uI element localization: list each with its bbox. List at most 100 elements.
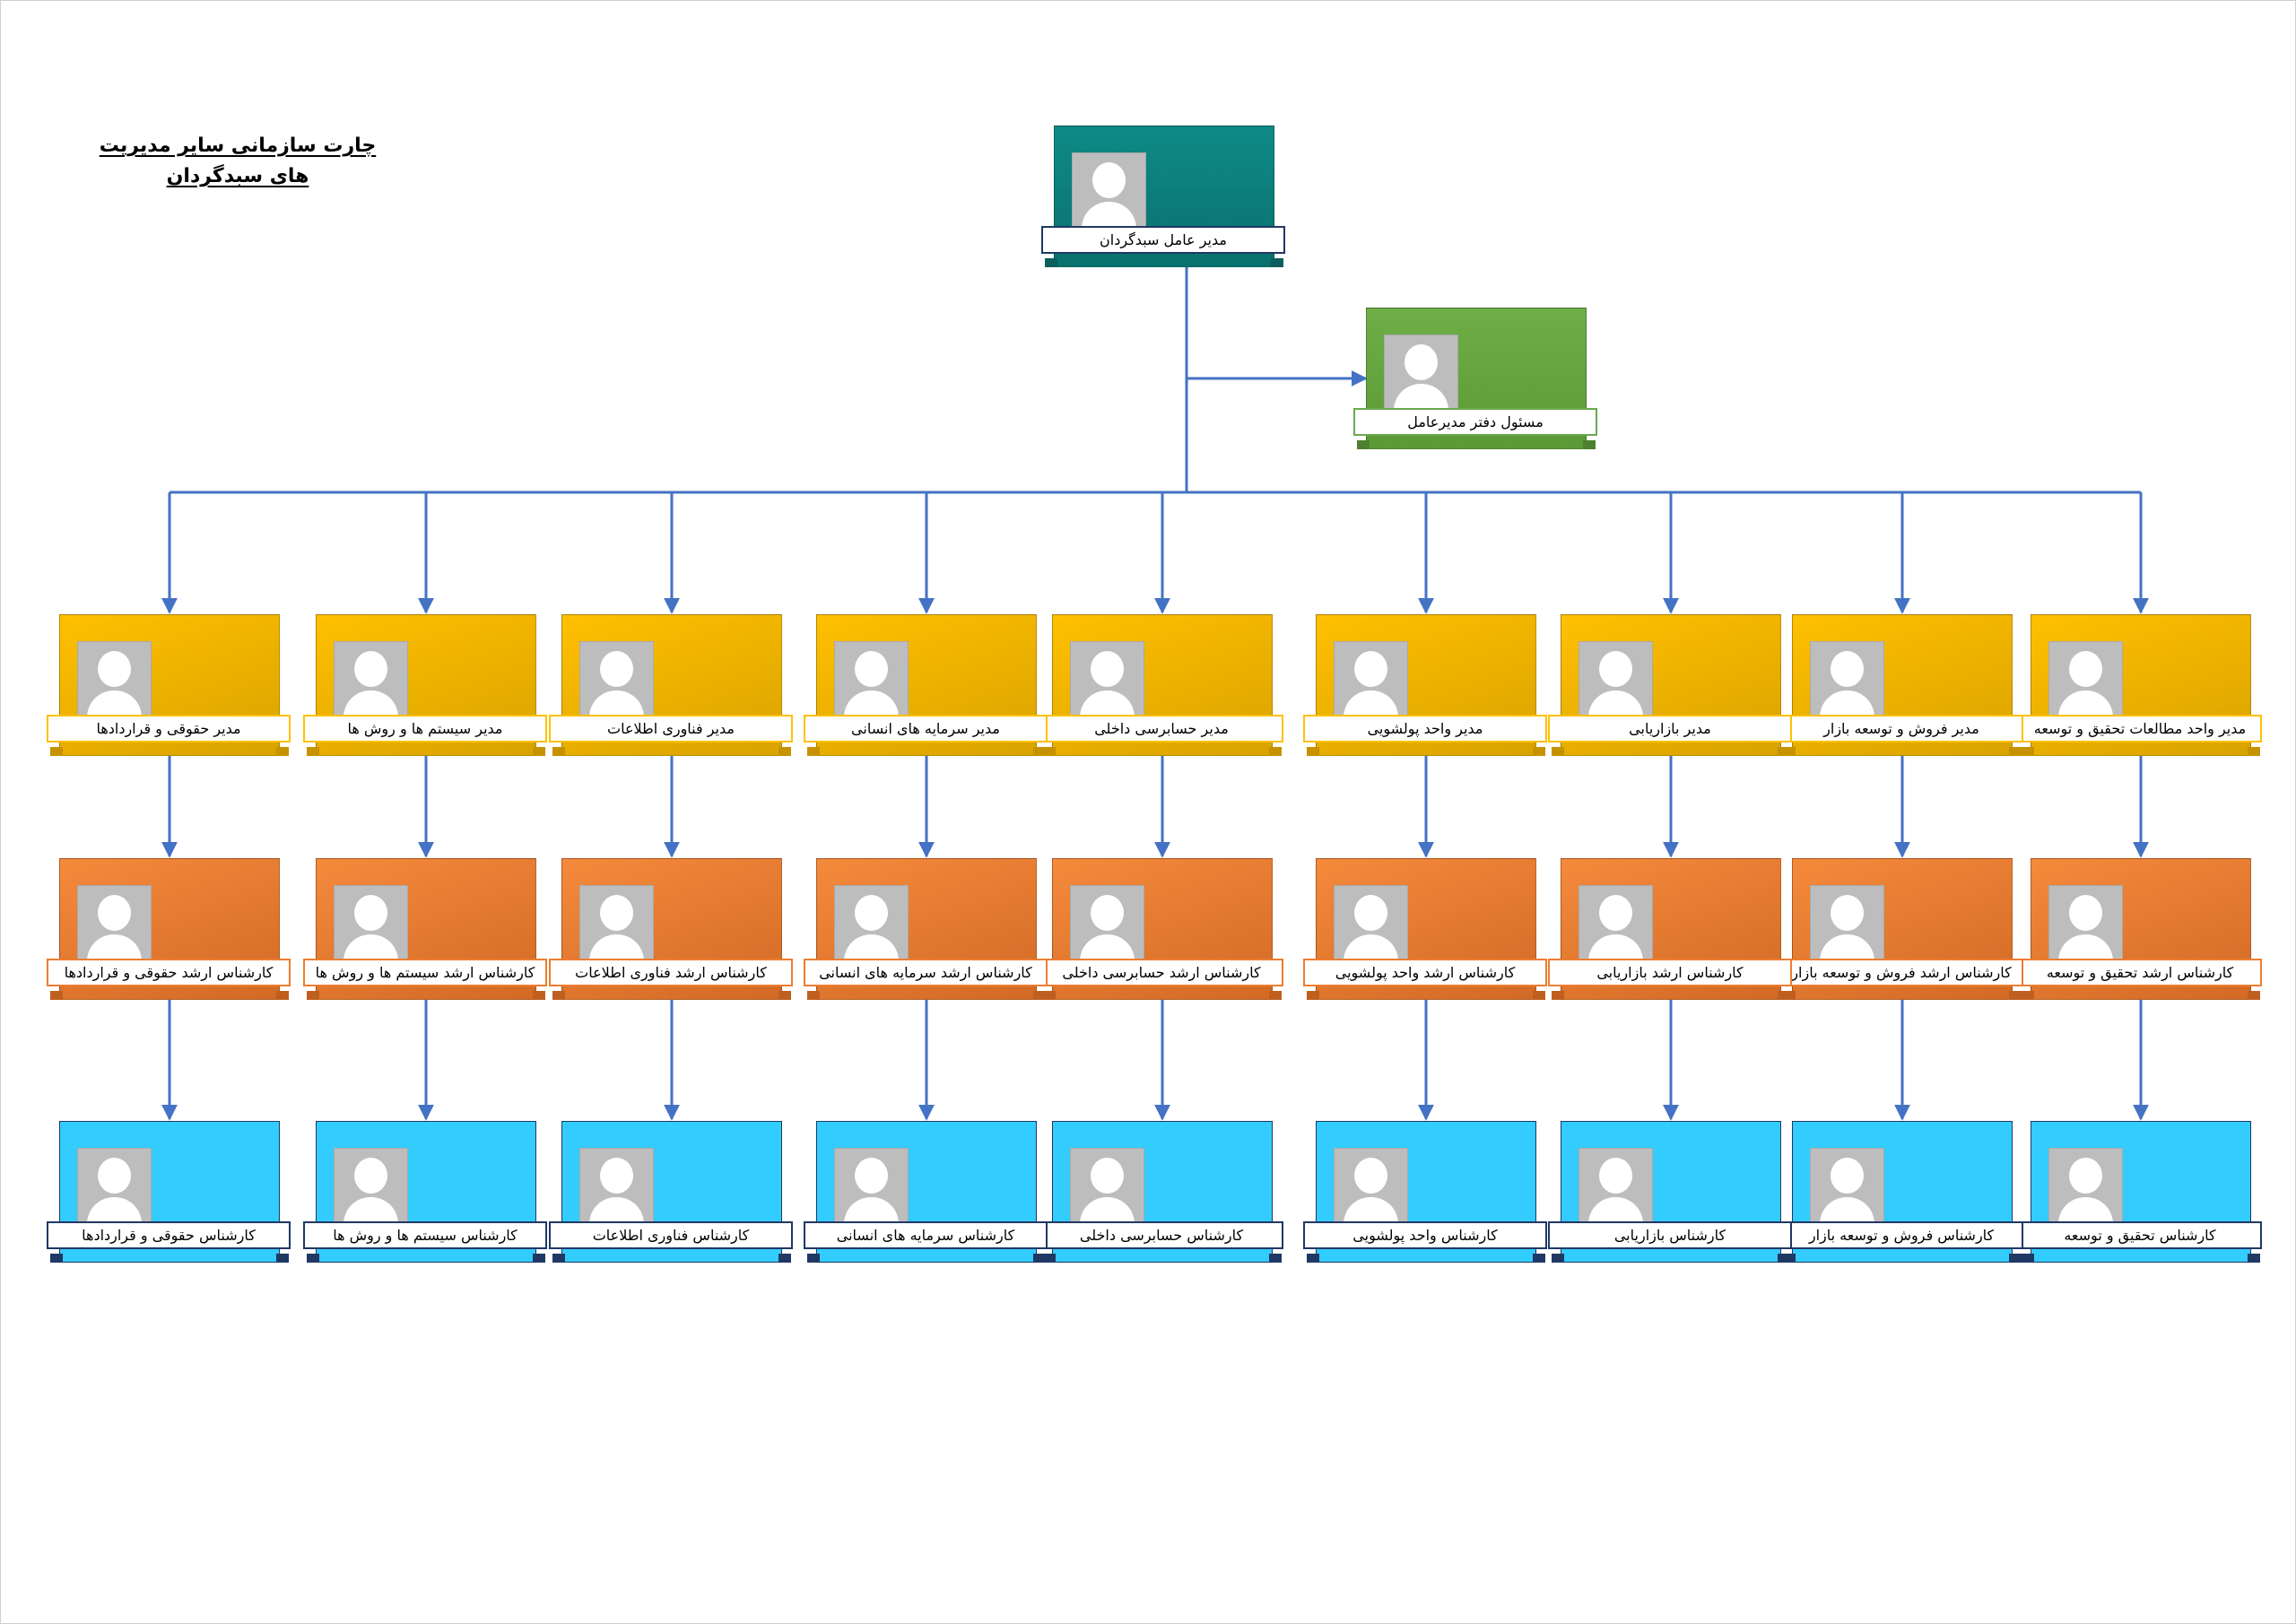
node-manager-3[interactable]: مدیر واحد پولشویی [1303,614,1547,756]
position-label: مدیر سیستم ها و روش ها [303,715,547,743]
node-senior-expert-0[interactable]: کارشناس ارشد تحقیق و توسعه [2018,858,2262,1000]
avatar-head [1354,1158,1387,1194]
avatar-body [1344,1197,1398,1221]
node-expert-7[interactable]: کارشناس سیستم ها و روش ها [303,1121,547,1263]
position-label: کارشناس ارشد واحد پولشویی [1303,959,1547,986]
avatar-body [1080,934,1135,959]
node-manager-4[interactable]: مدیر حسابرسی داخلی [1039,614,1283,756]
avatar-placeholder-icon [1070,641,1144,716]
card-fold [1552,747,1564,756]
node-expert-4[interactable]: کارشناس حسابرسی داخلی [1039,1121,1283,1263]
card-fold [50,747,63,756]
position-label: مدیر حقوقی و قراردادها [47,715,291,743]
node-ceo[interactable]: مدیر عامل سبدگردان [1041,126,1285,267]
position-label: کارشناس ارشد حسابرسی داخلی [1039,959,1283,986]
node-senior-expert-2[interactable]: کارشناس ارشد بازاریابی [1548,858,1792,1000]
avatar-body [1082,202,1136,226]
position-label: کارشناس فناوری اطلاعات [549,1221,793,1249]
node-senior-expert-1[interactable]: کارشناس ارشد فروش و توسعه بازار [1779,858,2023,1000]
avatar-head [1354,895,1387,931]
avatar-body [2058,690,2113,715]
node-expert-0[interactable]: کارشناس تحقیق و توسعه [2018,1121,2262,1263]
card-fold [307,747,319,756]
avatar-placeholder-icon [1578,1148,1653,1222]
card-fold [1357,440,1370,449]
node-senior-expert-7[interactable]: کارشناس ارشد سیستم ها و روش ها [303,858,547,1000]
position-label: کارشناس بازاریابی [1548,1221,1792,1249]
avatar-placeholder-icon [1810,885,1884,960]
card-fold [778,991,791,1000]
avatar-body [87,934,142,959]
card-fold [276,747,289,756]
avatar-head [600,1158,633,1194]
avatar-head [354,1158,387,1194]
node-senior-expert-3[interactable]: کارشناس ارشد واحد پولشویی [1303,858,1547,1000]
avatar-body [589,934,644,959]
avatar-placeholder-icon [2048,885,2123,960]
node-manager-0[interactable]: مدیر واحد مطالعات تحقیق و توسعه [2018,614,2262,756]
avatar-body [87,690,142,715]
avatar-head [1091,895,1124,931]
node-manager-2[interactable]: مدیر بازاریابی [1548,614,1792,756]
position-label: مدیر واحد مطالعات تحقیق و توسعه [2018,715,2262,743]
node-senior-expert-6[interactable]: کارشناس ارشد فناوری اطلاعات [549,858,793,1000]
card-fold [533,747,545,756]
node-senior-expert-8[interactable]: کارشناس ارشد حقوقی و قراردادها [47,858,291,1000]
card-fold [1043,1254,1056,1263]
avatar-body [2058,934,2113,959]
card-fold [552,747,565,756]
position-label: کارشناس ارشد سیستم ها و روش ها [303,959,547,986]
avatar-head [98,895,131,931]
avatar-placeholder-icon [2048,641,2123,716]
card-fold [1533,747,1545,756]
avatar-head [1091,651,1124,687]
node-manager-8[interactable]: مدیر حقوقی و قراردادها [47,614,291,756]
node-manager-1[interactable]: مدیر فروش و توسعه بازار [1779,614,2023,756]
avatar-placeholder-icon [579,1148,654,1222]
card-fold [276,1254,289,1263]
card-fold [1552,1254,1564,1263]
position-label: کارشناس حقوقی و قراردادها [47,1221,291,1249]
avatar-body [344,1197,398,1221]
avatar-placeholder-icon [1810,641,1884,716]
avatar-placeholder-icon [579,885,654,960]
position-label: مسئول دفتر مدیرعامل [1353,408,1597,436]
node-manager-7[interactable]: مدیر سیستم ها و روش ها [303,614,547,756]
node-expert-6[interactable]: کارشناس فناوری اطلاعات [549,1121,793,1263]
card-fold [1269,747,1282,756]
avatar-body [844,934,899,959]
avatar-head [1354,651,1387,687]
node-expert-2[interactable]: کارشناس بازاریابی [1548,1121,1792,1263]
node-manager-6[interactable]: مدیر فناوری اطلاعات [549,614,793,756]
card-fold [1778,1254,1790,1263]
avatar-head [354,895,387,931]
card-fold [2009,747,2022,756]
node-expert-1[interactable]: کارشناس فروش و توسعه بازار [1779,1121,2023,1263]
card-fold [552,991,565,1000]
card-fold [1307,991,1319,1000]
node-expert-5[interactable]: کارشناس سرمایه های انسانی [804,1121,1048,1263]
avatar-head [1599,651,1632,687]
avatar-body [344,690,398,715]
node-expert-8[interactable]: کارشناس حقوقی و قراردادها [47,1121,291,1263]
position-label: کارشناس فروش و توسعه بازار [1779,1221,2023,1249]
avatar-body [1588,934,1643,959]
card-fold [1778,991,1790,1000]
avatar-body [844,690,899,715]
avatar-body [1344,690,1398,715]
card-fold [1778,747,1790,756]
position-label: مدیر بازاریابی [1548,715,1792,743]
node-senior-expert-5[interactable]: کارشناس ارشد سرمایه های انسانی [804,858,1048,1000]
position-label: کارشناس سیستم ها و روش ها [303,1221,547,1249]
node-senior-expert-4[interactable]: کارشناس ارشد حسابرسی داخلی [1039,858,1283,1000]
avatar-placeholder-icon [77,641,152,716]
node-ceo-office[interactable]: مسئول دفتر مدیرعامل [1353,308,1597,449]
card-fold [807,747,820,756]
avatar-body [1820,1197,1874,1221]
node-expert-3[interactable]: کارشناس واحد پولشویی [1303,1121,1547,1263]
avatar-placeholder-icon [834,885,909,960]
card-fold [307,1254,319,1263]
card-fold [1533,1254,1545,1263]
node-manager-5[interactable]: مدیر سرمایه های انسانی [804,614,1048,756]
avatar-body [1394,384,1448,408]
